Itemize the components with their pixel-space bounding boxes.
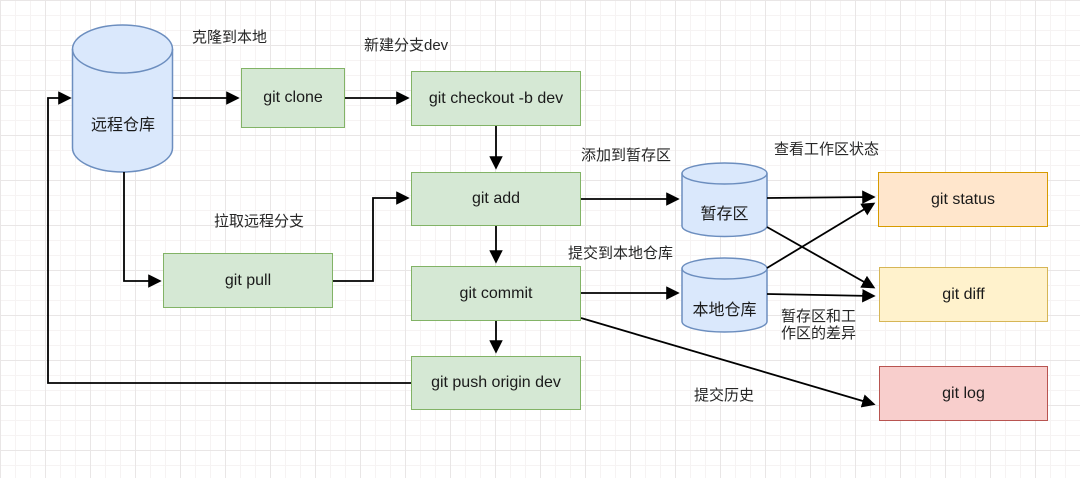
edge-local-to-status [766, 202, 876, 269]
annotation-commit-history: 提交历史 [694, 387, 755, 404]
cylinder-remote-repo [71, 24, 174, 173]
edge-staging-to-status [766, 190, 876, 204]
node-label: git status [930, 190, 996, 208]
node-git-status: git status [878, 172, 1048, 227]
node-git-diff: git diff [879, 267, 1048, 322]
node-label: git checkout -b dev [428, 89, 564, 107]
edge-remote-to-pull [123, 172, 162, 288]
node-git-commit: git commit [411, 266, 581, 321]
annotation-clone-to-local: 克隆到本地 [192, 29, 268, 46]
edge-commit-to-log [580, 317, 876, 408]
node-local-repo-label: 本地仓库 [692, 302, 757, 319]
cylinder-local-repo [681, 257, 768, 333]
node-git-clone: git clone [241, 68, 345, 128]
edge-pull-to-add [333, 191, 410, 282]
node-remote-repo-label: 远程仓库 [90, 117, 155, 134]
node-git-pull: git pull [163, 253, 333, 308]
annotation-add-to-staging: 添加到暂存区 [581, 147, 672, 164]
node-label: git clone [263, 89, 323, 106]
node-label: git commit [459, 284, 533, 302]
annotation-pull-remote-branch: 拉取远程分支 [214, 213, 305, 230]
annotation-commit-to-local: 提交到本地仓库 [568, 245, 674, 262]
node-label: git pull [224, 271, 272, 289]
node-staging-area-label: 暂存区 [700, 206, 749, 223]
annotation-view-workspace-status: 查看工作区状态 [774, 141, 880, 158]
node-git-add: git add [411, 172, 581, 226]
node-label: git diff [942, 285, 985, 303]
annotation-staging-workspace-diff: 暂存区和工作区的差异 [781, 308, 857, 342]
node-label: git push origin dev [431, 374, 561, 391]
edge-push-to-remote [47, 91, 411, 384]
node-git-checkout: git checkout -b dev [411, 71, 581, 126]
annotation-new-branch-dev: 新建分支dev [364, 37, 449, 54]
node-label: git log [942, 384, 985, 402]
node-git-push: git push origin dev [411, 356, 581, 410]
cylinder-staging-area [681, 162, 768, 238]
node-label: git add [471, 190, 521, 207]
node-git-log: git log [879, 366, 1048, 421]
edge-staging-to-diff [766, 226, 876, 289]
edge-local-to-diff [766, 289, 876, 303]
